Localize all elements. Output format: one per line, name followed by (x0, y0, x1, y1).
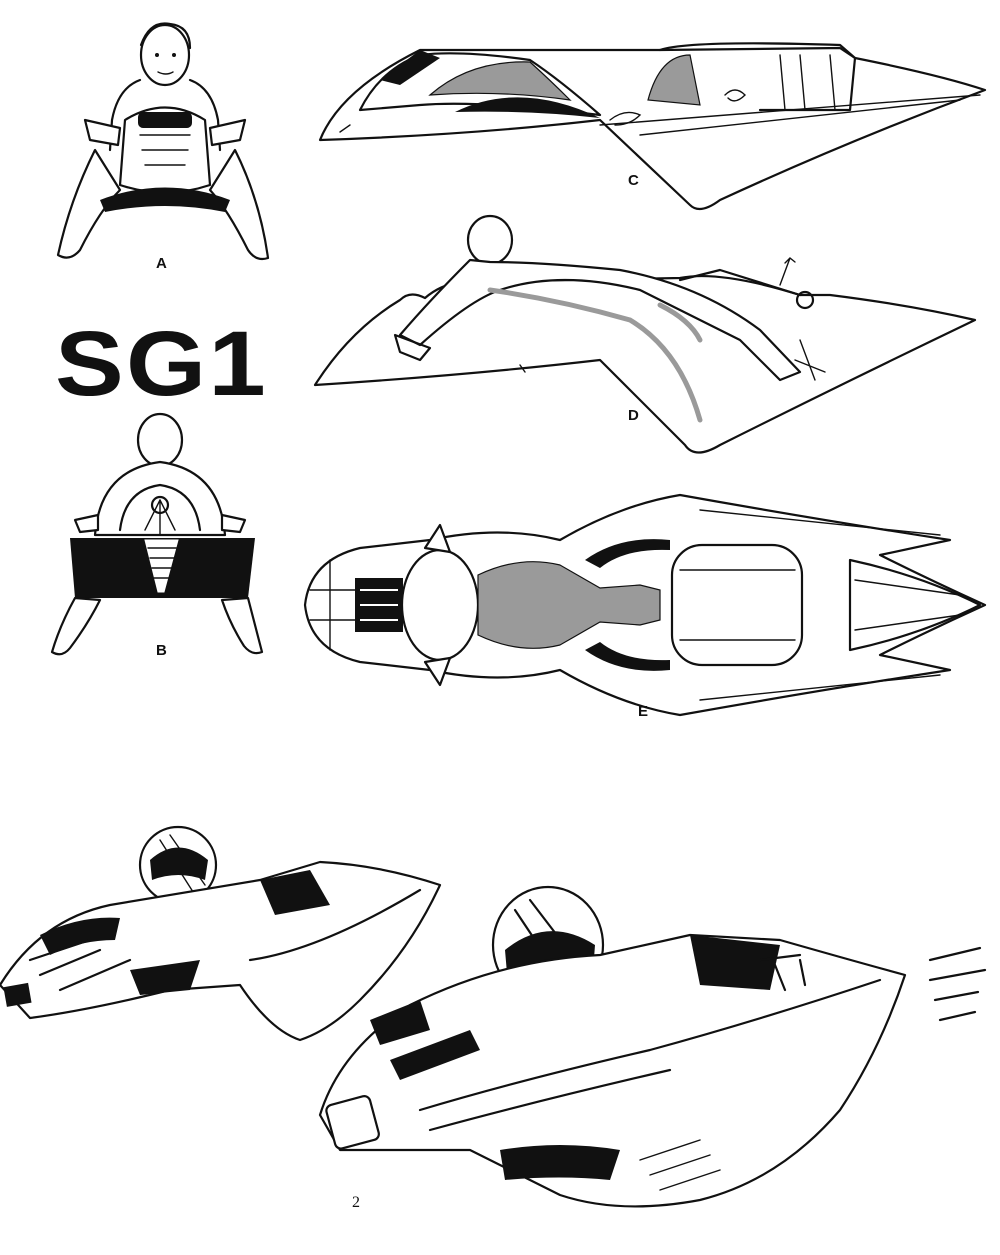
view-e-label: E (638, 703, 650, 720)
view-d-label: D (628, 407, 640, 424)
view-a-label: A (156, 255, 168, 272)
view-b-label: B (156, 642, 168, 659)
page-title: SG1 (55, 313, 268, 415)
view-c-label: C (628, 172, 640, 189)
page-number: 2 (352, 1194, 360, 1211)
